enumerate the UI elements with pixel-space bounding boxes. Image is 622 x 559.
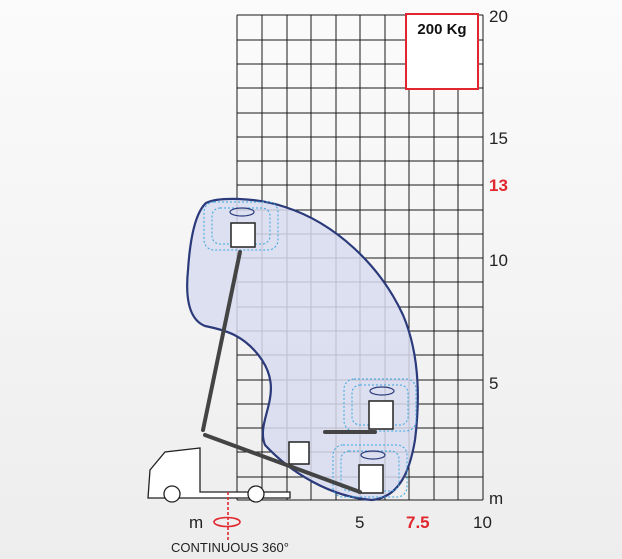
max-outreach-label: 7.5 xyxy=(406,513,430,532)
basket-rotation-icons xyxy=(229,207,395,460)
y-tick-label: 10 xyxy=(489,251,508,270)
y-unit-label: m xyxy=(489,489,504,508)
x-unit-label: m xyxy=(189,513,204,532)
truck-icon xyxy=(147,447,291,503)
load-capacity-box: 200 Kg xyxy=(405,13,479,90)
boom-arms xyxy=(201,250,377,494)
max-height-label: 13 xyxy=(489,176,508,195)
y-tick-label: 5 xyxy=(489,374,499,393)
y-tick-label: 15 xyxy=(489,129,508,148)
rotation-caption: CONTINUOUS 360° xyxy=(171,540,289,555)
x-tick-label: 5 xyxy=(355,513,365,532)
y-tick-label: 20 xyxy=(489,7,508,26)
x-tick-label: 10 xyxy=(473,513,492,532)
baskets xyxy=(230,222,394,494)
rotation-arrow-icon xyxy=(213,492,241,540)
load-weight-label: 200 Kg xyxy=(417,21,467,38)
